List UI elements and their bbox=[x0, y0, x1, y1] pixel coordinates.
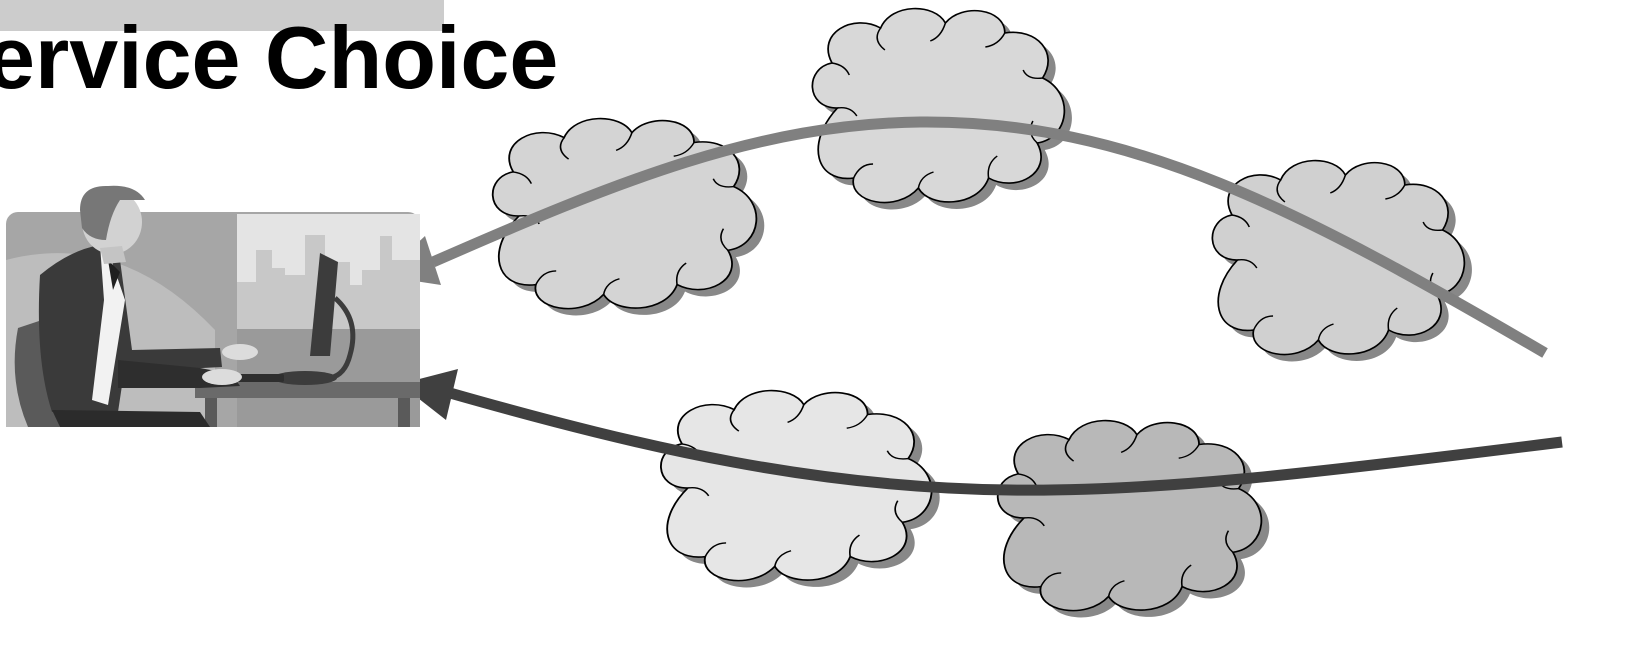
cloud-top-center bbox=[811, 7, 1072, 210]
cloud-bottom-right bbox=[996, 419, 1270, 618]
slide-title: ervice Choice bbox=[0, 8, 559, 107]
cloud-bottom-center bbox=[659, 389, 940, 588]
person-at-computer-illustration bbox=[6, 185, 420, 427]
upper-route-line bbox=[430, 116, 1548, 358]
lower-route-line bbox=[448, 387, 1563, 496]
title-accent-bar bbox=[0, 0, 444, 31]
